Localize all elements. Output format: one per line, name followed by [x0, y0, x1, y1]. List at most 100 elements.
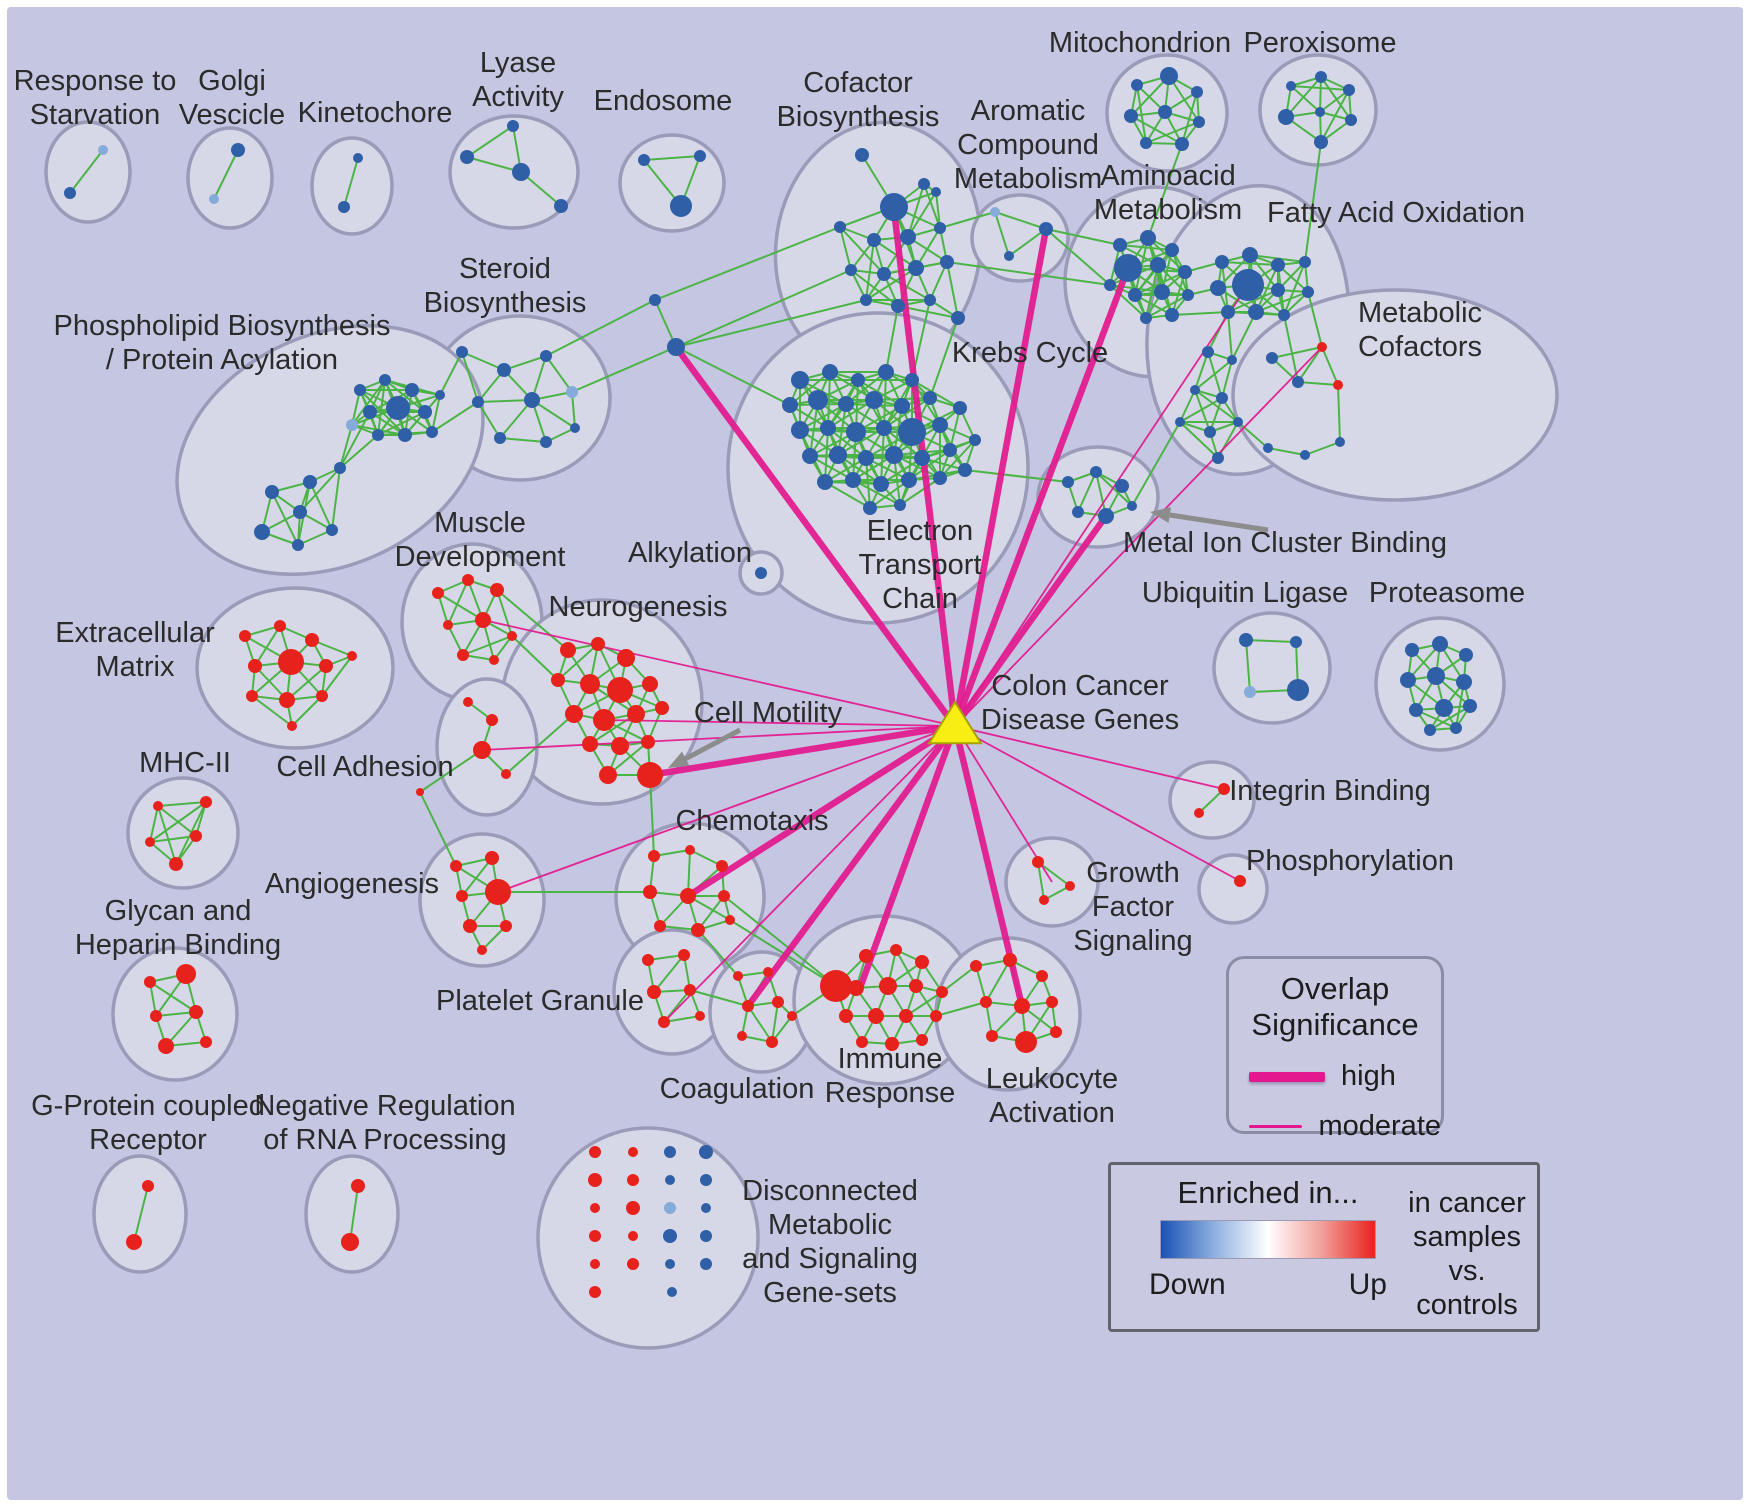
gene-set-node	[700, 1174, 712, 1186]
gene-set-node	[868, 1008, 884, 1024]
gene-set-node	[589, 1230, 601, 1242]
overlap-legend-title: Overlap Significance	[1251, 971, 1419, 1042]
gene-set-node	[1300, 450, 1310, 460]
gene-set-node	[209, 194, 219, 204]
disconnected-gene-sets-ellipse	[536, 1126, 760, 1350]
gene-set-node	[292, 539, 304, 551]
overlap-edge	[149, 981, 197, 1013]
gene-set-node	[859, 949, 873, 963]
gene-set-node	[189, 1005, 203, 1019]
overlap-edge	[1297, 381, 1339, 386]
gene-set-node	[772, 996, 784, 1008]
gene-set-node	[341, 1233, 359, 1251]
gene-set-node	[398, 428, 412, 442]
overlap-edge	[907, 183, 925, 238]
disconnected-gene-sets-label: Disconnected	[742, 1175, 918, 1207]
overlap-edge	[351, 379, 386, 426]
overlap-edge	[1321, 346, 1339, 386]
overlap-edge	[1209, 397, 1223, 433]
overlap-edge	[149, 835, 197, 843]
lyase-activity-label: Activity	[472, 81, 564, 113]
overlap-edge	[571, 391, 576, 429]
high-significance-edge	[649, 722, 956, 779]
gene-set-node	[1435, 699, 1453, 717]
gene-set-node	[1154, 284, 1170, 300]
krebs-cycle-label: Krebs Cycle	[952, 337, 1108, 369]
gene-set-node	[695, 1011, 705, 1021]
gene-set-node	[1234, 875, 1246, 887]
overlap-edge	[437, 592, 484, 621]
gene-set-node	[278, 649, 304, 675]
overlap-edge	[499, 437, 547, 443]
gene-set-node	[1427, 667, 1445, 685]
kinetochore-label: Kinetochore	[298, 97, 453, 129]
gene-set-node	[1158, 105, 1172, 119]
gene-set-node	[890, 944, 902, 956]
gene-set-node	[418, 405, 432, 419]
gene-set-node	[856, 1036, 868, 1048]
overlap-edge	[737, 971, 769, 977]
gene-set-node	[1165, 243, 1179, 257]
high-significance-edge	[856, 724, 959, 990]
gene-set-node	[855, 148, 869, 162]
gene-set-node	[1299, 256, 1311, 268]
moderate-significance-edge	[481, 725, 956, 751]
gene-set-node	[1175, 137, 1189, 151]
gene-set-node	[1405, 643, 1419, 657]
overlap-edge	[697, 929, 739, 977]
overlap-edge	[291, 695, 323, 727]
overlap-edge	[377, 411, 426, 436]
gene-set-node	[834, 221, 846, 233]
overlap-edge	[496, 589, 513, 637]
golgi-vescicle-label: Golgi	[198, 65, 266, 97]
overlap-edge	[1109, 284, 1147, 319]
overlap-edge	[907, 191, 937, 238]
overlap-edge	[1134, 271, 1186, 296]
overlap-edge	[439, 351, 463, 396]
gene-set-node	[649, 294, 661, 306]
metabolic-cofactors-label: Cofactors	[1358, 331, 1482, 363]
glycan-and-heparin-binding-label: Heparin Binding	[75, 929, 281, 961]
gene-set-node	[475, 612, 491, 628]
steroid-biosynthesis-label: Steroid	[459, 253, 551, 285]
gene-set-node	[664, 1202, 676, 1214]
response-to-starvation-label: Response to	[14, 65, 177, 97]
overlap-edge	[675, 346, 791, 406]
gene-set-node	[680, 888, 696, 904]
gene-set-node	[665, 1175, 675, 1185]
gene-set-node	[915, 955, 929, 969]
gene-set-node	[820, 970, 852, 1002]
overlap-edge	[1221, 359, 1233, 399]
gene-set-node	[742, 1000, 754, 1012]
gene-set-node	[287, 721, 297, 731]
overlap-edge	[503, 355, 547, 371]
overlap-edge	[845, 371, 887, 405]
gene-set-node	[654, 920, 666, 932]
gene-set-node	[969, 434, 981, 446]
gene-set-node	[647, 985, 661, 999]
gene-set-node	[1050, 1026, 1062, 1038]
overlap-edge	[883, 397, 931, 429]
overlap-edge	[949, 407, 961, 451]
mitochondrion-label: Mitochondrion	[1049, 27, 1231, 59]
down-label: Down	[1149, 1268, 1226, 1301]
gene-set-node	[386, 396, 410, 420]
gene-set-node	[1127, 501, 1137, 511]
overlap-edge	[571, 346, 677, 393]
gene-set-node	[169, 857, 183, 871]
gene-set-node	[1178, 265, 1192, 279]
negative-regulation-of-rna-processing-label: Negative Regulation	[254, 1090, 515, 1122]
colon-cancer-hub-triangle	[927, 700, 983, 745]
overlap-edge	[824, 481, 871, 509]
gene-set-node	[443, 620, 453, 630]
gene-set-node	[664, 1146, 676, 1158]
overlap-edge	[461, 857, 493, 897]
gene-set-node	[755, 567, 767, 579]
gene-set-node	[1233, 417, 1243, 427]
gene-set-node	[1039, 222, 1053, 236]
muscle-development-label: Muscle	[434, 507, 526, 539]
gene-set-node	[931, 187, 941, 197]
overlap-edge	[975, 965, 987, 1003]
gene-set-node	[901, 472, 917, 488]
